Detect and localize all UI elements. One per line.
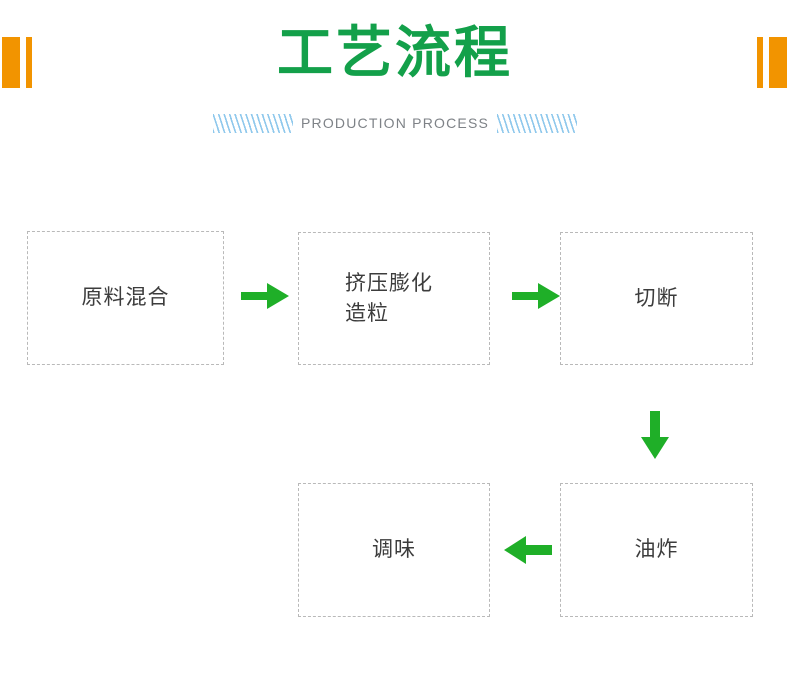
flow-node-extrusion-label-line1: 挤压膨化 — [345, 271, 433, 295]
orange-bar-decoration-left-wide — [2, 37, 20, 88]
flow-node-extrusion-label: 挤压膨化 造粒 — [345, 269, 433, 329]
flow-node-extrusion-label-line2: 造粒 — [345, 301, 389, 325]
flow-node-frying: 油炸 — [560, 483, 753, 617]
arrow-right-icon-mixing-to-extrusion — [241, 281, 289, 311]
flow-node-mixing: 原料混合 — [27, 231, 224, 365]
diagonal-hatch-decoration-left — [212, 113, 293, 133]
flow-node-cutting-label: 切断 — [634, 286, 679, 310]
page-subtitle: PRODUCTION PROCESS — [300, 115, 490, 131]
flow-node-cutting: 切断 — [560, 232, 753, 365]
flow-node-mixing-label: 原料混合 — [81, 286, 170, 309]
flow-node-seasoning-label: 调味 — [372, 538, 416, 561]
arrow-right-icon-extrusion-to-cutting — [512, 281, 560, 311]
arrow-left-icon-frying-to-seasoning — [504, 534, 552, 566]
page-header: 工艺流程 PRODUCTION PROCESS — [0, 0, 790, 160]
orange-bar-decoration-right-wide — [769, 37, 787, 88]
diagonal-hatch-decoration-right — [497, 113, 578, 133]
flow-node-frying-label: 油炸 — [634, 538, 679, 561]
page-title: 工艺流程 — [277, 21, 513, 84]
orange-bar-decoration-right-thin — [757, 37, 763, 88]
flow-node-seasoning: 调味 — [298, 483, 490, 617]
arrow-down-icon-cutting-to-frying — [639, 411, 671, 459]
subtitle-row: PRODUCTION PROCESS — [0, 108, 790, 138]
flow-node-extrusion: 挤压膨化 造粒 — [298, 232, 490, 365]
orange-bar-decoration-left-thin — [26, 37, 32, 88]
